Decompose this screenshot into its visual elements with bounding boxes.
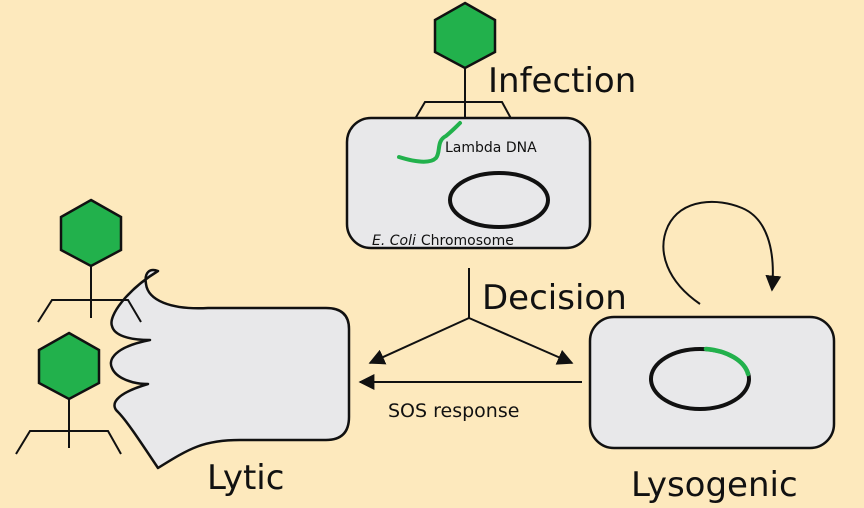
released-phage-icon [15,331,122,455]
ecoli-chromosome-label: E. Coli Chromosome [372,233,514,249]
infection-label: Infection [488,61,636,101]
ecoli-chromosome-ring [448,171,550,229]
prophage-segment [703,346,751,377]
decision-label: Decision [482,278,627,318]
ecoli-label: E. Coli [372,233,416,249]
lysogenic-label: Lysogenic [631,465,798,505]
chromosome-label: Chromosome [421,233,514,249]
lytic-label: Lytic [207,458,284,498]
sos-response-label: SOS response [388,400,519,422]
lysogenic-cell [588,315,836,450]
lambda-dna-strand [397,121,462,164]
integrated-chromosome-ring [649,347,751,411]
lambda-dna-label: Lambda DNA [445,140,537,156]
infected-ecoli-cell [345,116,592,250]
decision-arrows [368,268,574,365]
replication-loop-arrow [662,200,782,305]
lytic-burst-cell [109,268,351,470]
infecting-phage-icon [411,1,515,125]
released-phage-icon [37,198,142,323]
